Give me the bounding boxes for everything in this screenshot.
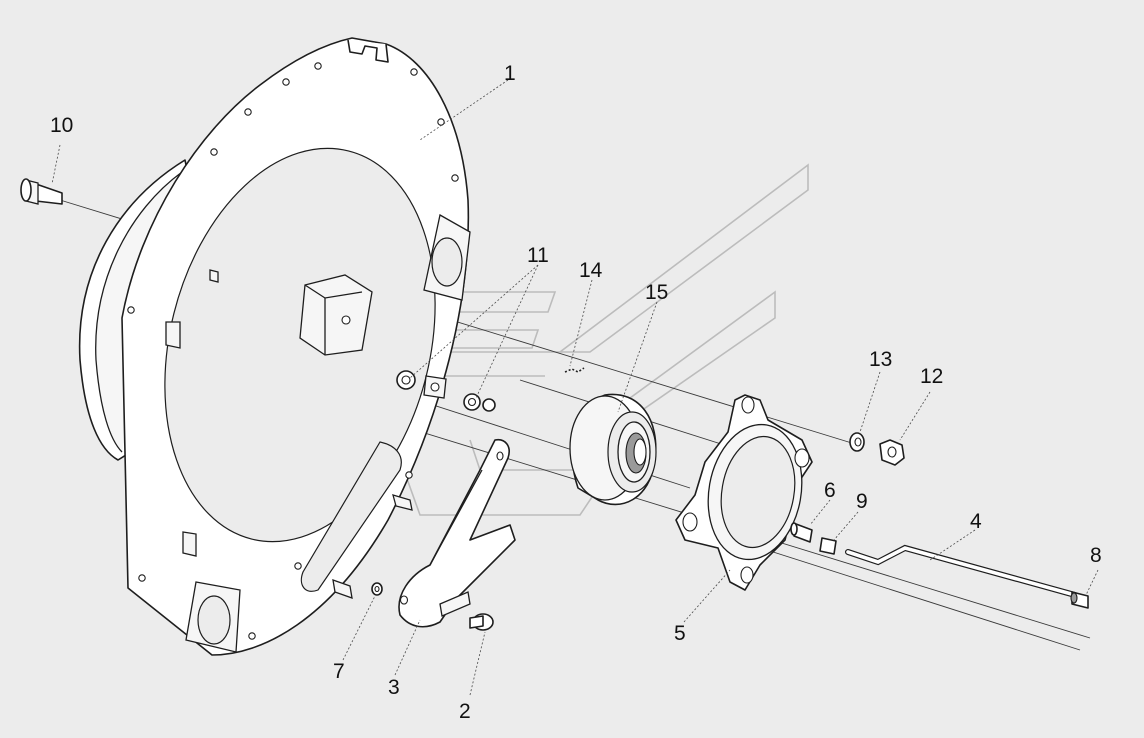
callout-2: 2 bbox=[459, 700, 471, 723]
part-10-bolt bbox=[20, 178, 63, 205]
part-11-nuts bbox=[396, 370, 496, 412]
part-3-release-lever bbox=[398, 438, 516, 628]
part-6-grease-fitting bbox=[790, 522, 813, 543]
callout-12: 12 bbox=[920, 365, 943, 388]
part-13-washer bbox=[849, 432, 865, 452]
part-4-tube bbox=[845, 544, 1078, 598]
callout-6: 6 bbox=[824, 479, 836, 502]
part-12-nut bbox=[879, 439, 905, 466]
callouts: 1 2 3 4 5 6 7 8 9 10 11 12 13 14 15 bbox=[50, 62, 1102, 723]
callout-1: 1 bbox=[504, 62, 516, 85]
part-7-clip bbox=[332, 494, 413, 599]
part-15-release-bearing bbox=[569, 393, 657, 506]
callout-4: 4 bbox=[970, 510, 982, 533]
callout-3: 3 bbox=[388, 676, 400, 699]
part-8-end-cap bbox=[1070, 591, 1089, 609]
callout-15: 15 bbox=[645, 281, 668, 304]
callout-13: 13 bbox=[869, 348, 892, 371]
callout-7: 7 bbox=[333, 660, 345, 683]
callout-14: 14 bbox=[579, 259, 603, 282]
part-1-housing-plate bbox=[78, 37, 471, 656]
callout-8: 8 bbox=[1090, 544, 1102, 567]
leader-lines bbox=[51, 79, 1099, 696]
callout-10: 10 bbox=[50, 114, 73, 137]
callout-11: 11 bbox=[527, 244, 549, 267]
callout-5: 5 bbox=[674, 622, 686, 645]
callout-9: 9 bbox=[856, 490, 868, 513]
part-5-flange-housing bbox=[675, 394, 813, 591]
part-14-spring bbox=[564, 367, 585, 373]
part-9-coupling bbox=[819, 537, 837, 555]
part-2-pin bbox=[469, 613, 494, 631]
